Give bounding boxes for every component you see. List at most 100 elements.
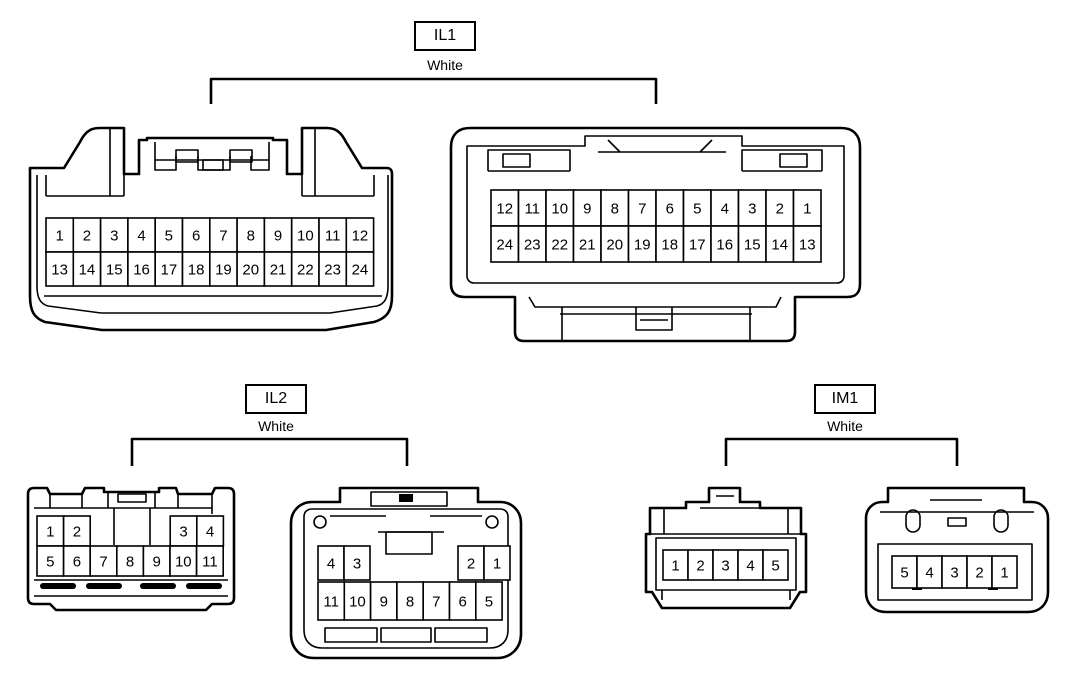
pin-number: 19 [634,237,651,254]
pin-cavity [627,225,657,263]
pin-number: 3 [950,565,958,582]
pin-number: 7 [432,594,440,611]
pin-number: 18 [188,262,205,279]
pin-number: 17 [689,237,706,254]
pin-cavity [345,251,375,287]
pin-number: 16 [133,262,150,279]
pin-number: 1 [803,201,811,218]
pin-number: 23 [524,237,541,254]
pin-number: 4 [327,556,335,573]
pin-cavity [712,549,739,581]
pin-cavity [209,217,238,253]
pin-number: 20 [606,237,623,254]
pin-number: 11 [325,228,341,245]
pin-number: 15 [744,237,761,254]
pin-number: 13 [799,237,816,254]
pin-number: 18 [661,237,678,254]
pin-number: 6 [73,554,81,571]
pin-number: 23 [324,262,341,279]
pin-cavity [792,225,822,263]
pin-cavity [737,225,767,263]
pin-cavity [36,515,65,547]
pin-cavity [317,581,346,621]
pin-number: 3 [353,556,361,573]
pin-number: 7 [638,201,646,218]
pin-number: 5 [485,594,493,611]
connector-code-il1: IL1 [414,21,476,51]
pin-number: 9 [583,201,591,218]
connector-code-im1: IM1 [814,384,876,414]
pin-number: 2 [696,558,704,575]
pin-number: 14 [79,262,96,279]
pin-number: 6 [666,201,674,218]
pin-number: 2 [73,524,81,541]
pin-number: 10 [175,554,192,571]
pin-number: 3 [748,201,756,218]
pin-number: 9 [274,228,282,245]
pin-number: 2 [83,228,91,245]
pin-number: 17 [161,262,178,279]
pin-cavity [345,217,375,253]
pin-cavity [710,225,740,263]
pin-number: 8 [611,201,619,218]
pin-number: 24 [496,237,513,254]
pin-cavity [448,581,477,621]
pin-cavity [142,545,171,577]
pin-number: 6 [458,594,466,611]
pin-cavity [72,251,102,287]
pin-cavity [792,189,822,227]
pin-number: 3 [179,524,187,541]
pin-number: 24 [352,262,369,279]
pin-number: 10 [349,594,366,611]
pin-cavity [209,251,238,287]
pin-number: 1 [493,556,501,573]
pin-number: 21 [579,237,596,254]
pin-cavity [154,251,184,287]
pin-number: 12 [352,228,369,245]
pin-number: 2 [975,565,983,582]
pin-cavity [317,545,345,581]
pin-cavity [154,217,184,253]
pin-cavity [545,225,575,263]
pin-number: 4 [925,565,933,582]
pin-number: 8 [126,554,134,571]
pin-number: 7 [99,554,107,571]
pin-cavity [195,545,225,577]
pin-cavity [196,515,225,547]
pin-number: 5 [165,228,173,245]
pin-cavity [318,251,348,287]
pin-number: 3 [721,558,729,575]
bracket-im1 [724,437,959,466]
pin-number: 10 [551,201,568,218]
pin-number: 11 [323,594,339,611]
pin-number: 16 [716,237,733,254]
pin-cavity [45,217,75,253]
pin-number: 11 [202,554,218,571]
connector-color-im1: White [827,418,863,434]
pin-cavity [517,225,547,263]
pin-cavity [290,251,320,287]
pin-cavity [991,555,1018,589]
pin-number: 9 [380,594,388,611]
pin-number: 5 [46,554,54,571]
pin-number: 2 [467,556,475,573]
bracket-il2 [130,437,409,466]
pin-cavity [422,581,451,621]
pin-cavity [89,545,118,577]
pin-cavity [236,251,266,287]
pin-cavity [490,225,520,263]
pin-number: 1 [55,228,63,245]
pin-cavity [127,251,157,287]
pin-number: 6 [192,228,200,245]
pin-number: 10 [297,228,314,245]
pin-number: 4 [206,524,214,541]
pin-number: 22 [551,237,568,254]
pin-number: 12 [496,201,513,218]
pin-number: 4 [746,558,754,575]
